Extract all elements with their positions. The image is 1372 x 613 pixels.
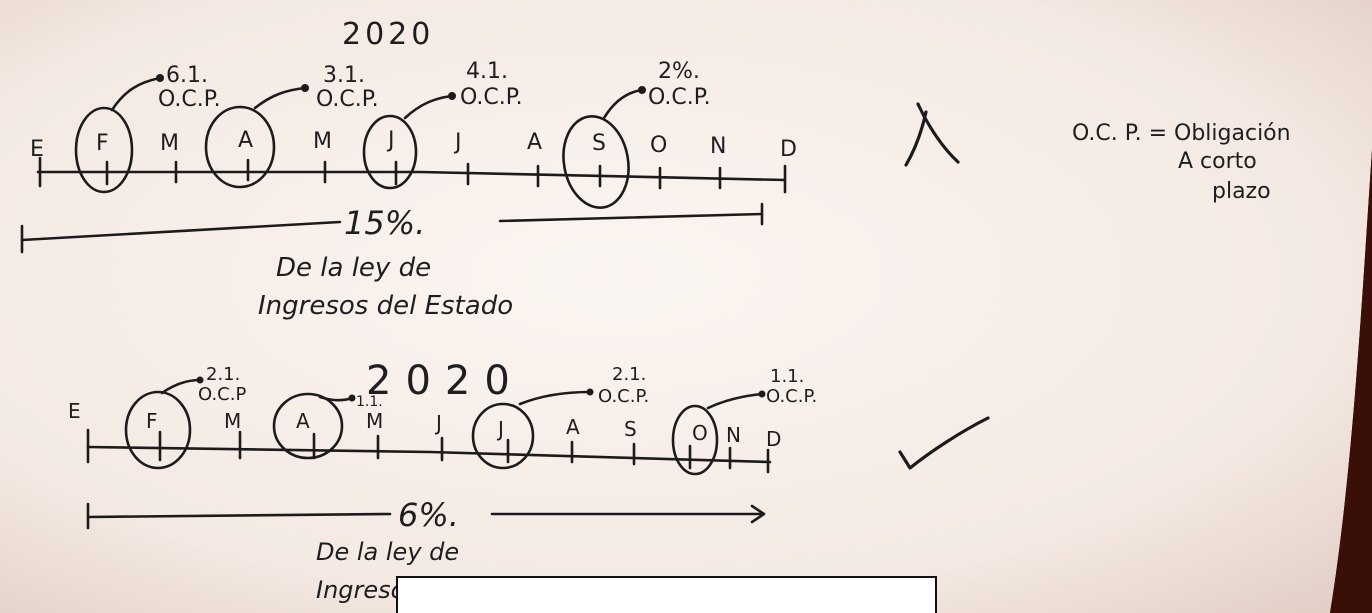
blank-caption-box [396, 576, 937, 613]
top-month-f: F [96, 131, 109, 156]
bottom-month-m2: M [366, 409, 383, 433]
top-month-m2: M [313, 129, 332, 154]
bottom-month-m1: M [224, 409, 241, 433]
top-callout-arrows [110, 74, 646, 120]
top-circle-f [74, 106, 134, 194]
top-callout-1-pct: 6.1. [166, 63, 208, 88]
bottom-caption-line1: De la ley de [316, 538, 459, 566]
bottom-circle-o [671, 404, 719, 476]
bottom-month-f: F [146, 409, 158, 433]
top-callout-2-pct: 3.1. [323, 63, 365, 88]
legend-line2: A corto [1178, 149, 1257, 174]
bottom-circle-a [272, 392, 344, 460]
bottom-month-o: O [692, 421, 708, 445]
top-callout-4-pct: 2%. [658, 59, 700, 84]
top-caption-line2: Ingresos del Estado [258, 291, 513, 321]
top-caption-line1: De la ley de [276, 253, 431, 283]
paper-edge-shadow [1330, 150, 1372, 613]
top-circle-j [362, 114, 418, 190]
bottom-month-j2: J [496, 417, 504, 441]
bottom-callout-1-ocp: O.C.P [198, 384, 246, 405]
top-callout-2-ocp: O.C.P. [316, 87, 379, 112]
top-month-o: O [650, 133, 667, 158]
top-month-m1: M [160, 131, 179, 156]
bottom-total: 6%. [398, 496, 459, 534]
bottom-month-j1: J [434, 411, 442, 435]
legend-line1: O.C. P. = Obligación [1072, 121, 1291, 146]
bottom-callout-3-ocp: O.C.P. [598, 386, 649, 407]
top-month-s: S [592, 131, 606, 156]
bottom-callout-1-pct: 2.1. [206, 364, 240, 385]
bottom-total-span [86, 502, 766, 530]
bottom-callout-arrows [160, 376, 766, 410]
bottom-month-n: N [726, 423, 741, 447]
bottom-circle-j [471, 402, 535, 470]
top-timeline-axis [36, 156, 787, 194]
legend-line3: plazo [1212, 179, 1271, 204]
top-month-j1: J [386, 128, 395, 153]
bottom-callout-4-ocp: O.C.P. [766, 386, 817, 407]
top-month-a2: A [527, 130, 542, 155]
bottom-month-a1: A [296, 409, 310, 433]
top-month-d: D [780, 137, 797, 162]
bottom-circle-f [124, 390, 192, 470]
bottom-timeline-axis [86, 428, 772, 474]
top-circle-s [562, 115, 630, 209]
top-callout-1-ocp: O.C.P. [158, 87, 221, 112]
top-total: 15%. [344, 204, 425, 242]
bottom-month-e: E [68, 399, 81, 423]
top-month-j2: J [453, 130, 462, 155]
top-year: 2020 [342, 17, 434, 52]
bottom-callout-3-pct: 2.1. [612, 364, 646, 385]
top-callout-3-ocp: O.C.P. [460, 85, 523, 110]
top-month-a1: A [238, 128, 253, 153]
bottom-month-s: S [624, 417, 637, 441]
top-circle-a [204, 105, 276, 189]
bottom-month-a2: A [566, 415, 580, 439]
correct-checkmark [898, 416, 990, 470]
bottom-year: 2020 [366, 358, 524, 404]
top-month-e: E [30, 137, 44, 162]
bottom-month-d: D [766, 427, 781, 451]
bottom-callout-4-pct: 1.1. [770, 366, 804, 387]
top-total-span [20, 202, 764, 254]
bottom-callout-2-pct: 1.1. [356, 394, 383, 410]
top-callout-4-ocp: O.C.P. [648, 85, 711, 110]
top-month-n: N [710, 134, 726, 159]
wrong-mark [904, 102, 960, 167]
top-callout-3-pct: 4.1. [466, 59, 508, 84]
